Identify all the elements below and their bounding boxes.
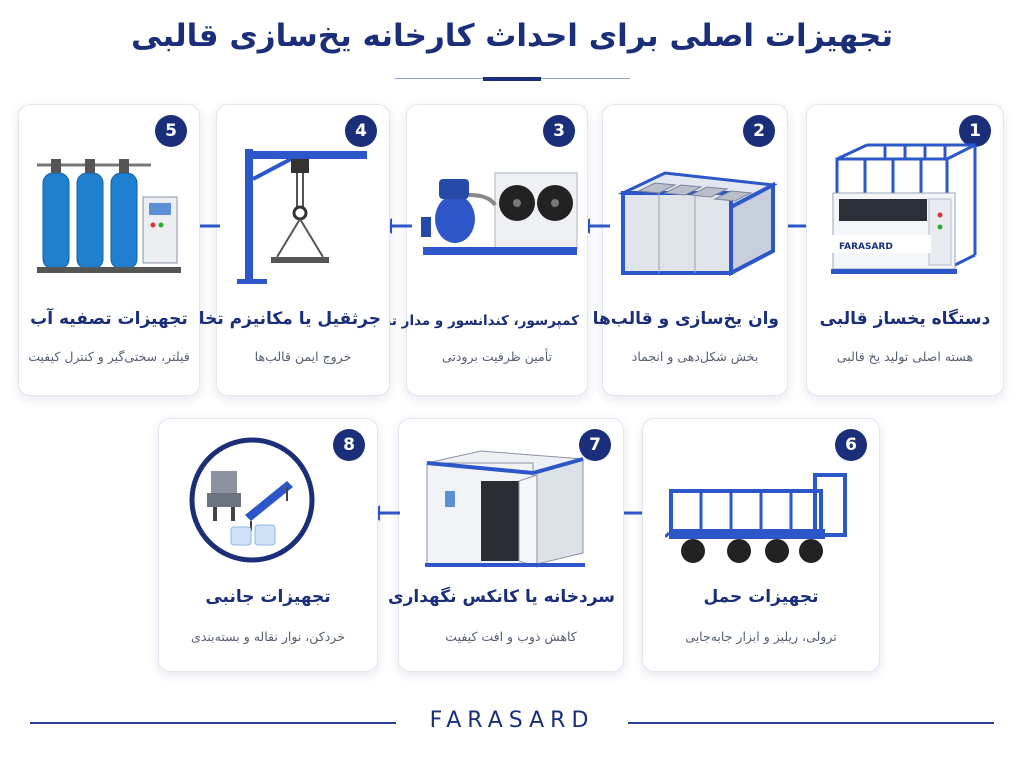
crane-icon: [237, 149, 367, 284]
step-number-badge: 2: [743, 115, 775, 147]
step-description: خردکن، نوار نقاله و بسته‌بندی: [191, 629, 345, 644]
footer-divider-left: [30, 722, 396, 724]
step-card-5: 5 تجهیزات تصفیه آب فیلتر، سختی‌گیر و کنت…: [18, 104, 200, 396]
title-underline-accent: [483, 77, 541, 81]
step-number-badge: 1: [959, 115, 991, 147]
water-filter-icon: [37, 159, 181, 273]
step-card-7: 7 سردخانه یا کانکس نگهداری کاهش ذوب و اف…: [388, 418, 624, 672]
step-card-4: 4 جرثقیل یا مکانیزم تخلیه خروج ایمن قالب…: [180, 104, 390, 396]
step-number-badge: 7: [579, 429, 611, 461]
step-title: تجهیزات جانبی: [205, 587, 331, 607]
step-description: تأمین ظرفیت برودتی: [442, 349, 552, 364]
step-title: تجهیزات تصفیه آب: [30, 309, 188, 329]
step-description: خروج ایمن قالب‌ها: [254, 349, 352, 364]
step-title: وان یخ‌سازی و قالب‌ها: [592, 309, 779, 329]
step-number-badge: 8: [333, 429, 365, 461]
step-card-8: 8 تجهیزات جانبی خردکن، نوار نقاله و بسته…: [158, 418, 378, 672]
step-description: فیلتر، سختی‌گیر و کنترل کیفیت: [28, 349, 190, 364]
step-number-badge: 5: [155, 115, 187, 147]
step-title: دستگاه یخساز قالبی: [819, 309, 991, 329]
ice-machine-icon: FARASARD: [831, 143, 977, 274]
step-description: ترولی، ریلیز و ابزار جابه‌جایی: [685, 629, 837, 644]
step-title: کمپرسور، کندانسور و مدار تبرید: [365, 313, 579, 329]
step-title: سردخانه یا کانکس نگهداری: [388, 587, 615, 607]
footer-divider-right: [628, 722, 994, 724]
brand-logo-text: FARASARD: [429, 708, 595, 733]
step-title: جرثقیل یا مکانیزم تخلیه: [180, 309, 381, 329]
trolley-icon: [665, 473, 847, 563]
step-number-badge: 4: [345, 115, 377, 147]
step-number-badge: 6: [835, 429, 867, 461]
compressor-icon: [421, 172, 578, 255]
step-description: هسته اصلی تولید یخ قالبی: [836, 349, 974, 364]
step-description: کاهش ذوب و افت کیفیت: [445, 629, 577, 644]
step-number-badge: 3: [543, 115, 575, 147]
step-card-1: 1 FARASARD دستگاه یخساز قالبی هسته اصلی …: [806, 104, 1004, 396]
step-card-3: 3 کمپرسور، کندانسور و مدار تبرید تأمین ظ…: [365, 104, 588, 396]
page-title: تجهیزات اصلی برای احداث کارخانه یخ‌سازی …: [130, 18, 894, 54]
step-title: تجهیزات حمل: [703, 587, 819, 607]
accessories-icon: [189, 437, 315, 563]
step-card-6: 6 تجهیزات حمل ترولی، ریلیز و ابزار جابه‌…: [642, 418, 880, 672]
step-description: بخش شکل‌دهی و انجماد: [631, 349, 759, 364]
cold-room-icon: [425, 450, 585, 568]
step-card-2: 2 وان یخ‌سازی و قالب‌ها بخش شکل‌دهی و ان…: [592, 104, 788, 396]
ice-tank-icon: [617, 171, 777, 277]
machine-brand-label: FARASARD: [839, 242, 893, 252]
